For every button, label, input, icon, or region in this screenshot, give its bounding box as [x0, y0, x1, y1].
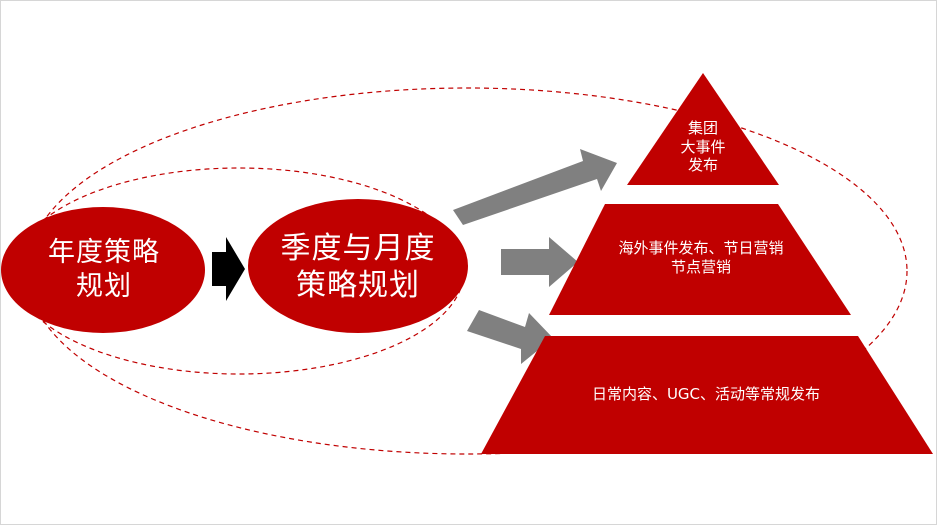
annual-plan-label: 年度策略 规划 — [48, 237, 160, 302]
pyramid-bottom-tier — [481, 336, 933, 454]
arrow-to-bottom-tier — [467, 310, 553, 364]
pyramid-top-label: 集团 大事件 发布 — [680, 118, 726, 175]
pyramid-bottom-label: 日常内容、UGC、活动等常规发布 — [591, 384, 821, 403]
quarterly-plan-ellipse — [248, 199, 468, 333]
black-arrow — [212, 237, 245, 301]
annual-plan-ellipse — [1, 207, 205, 333]
pyramid-middle-label: 海外事件发布、节日营销 节点营销 — [618, 239, 784, 276]
arrow-to-middle-tier — [501, 237, 578, 287]
quarterly-plan-label: 季度与月度 策略规划 — [280, 230, 436, 304]
pyramid-top-tier — [627, 73, 779, 185]
arrow-to-top-tier — [453, 149, 617, 225]
pyramid-middle-tier — [549, 204, 851, 315]
